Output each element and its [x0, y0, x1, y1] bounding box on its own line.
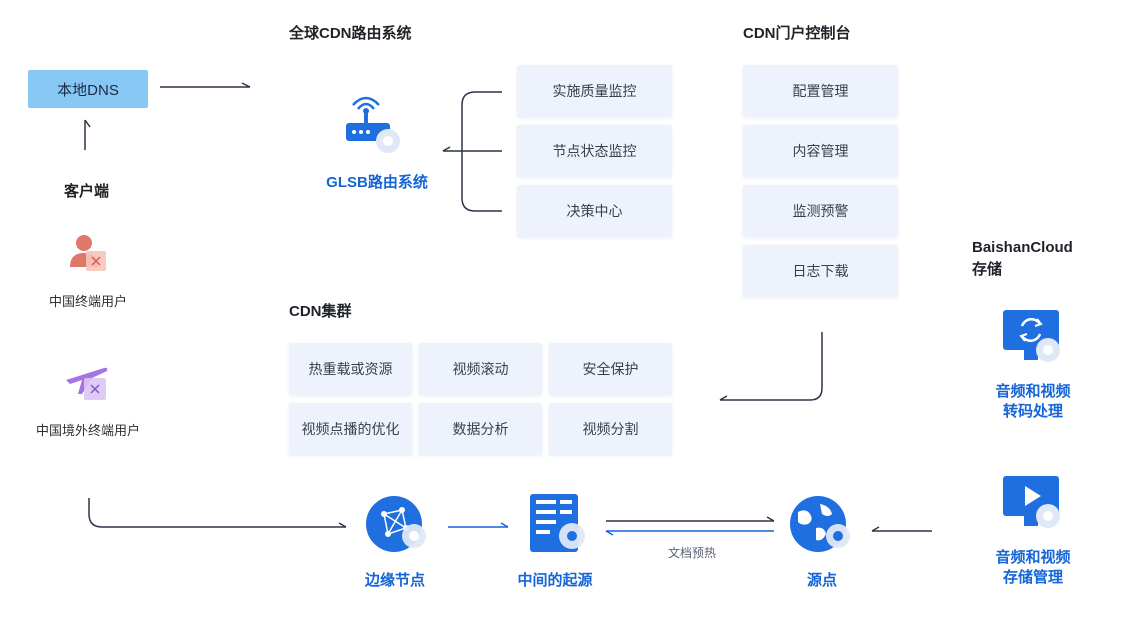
cluster-item-video-scroll: 视频滚动 [419, 343, 542, 395]
video-storage-label-line1: 音频和视频 [995, 549, 1071, 566]
router-icon [342, 95, 412, 160]
china-user-icon [66, 231, 110, 280]
node-status-monitor-box: 节点状态监控 [517, 125, 672, 177]
china-user-label: 中国终端用户 [48, 294, 127, 309]
overseas-user-icon [64, 360, 110, 409]
overseas-user-label: 中国境外终端用户 [35, 423, 140, 438]
config-management-box: 配置管理 [743, 65, 898, 117]
cluster-item-hot-reload: 热重载或资源 [289, 343, 412, 395]
video-storage-label-line2: 存储管理 [1002, 569, 1063, 586]
glsb-label: GLSB路由系统 [326, 174, 428, 191]
transcode-label-line1: 音频和视频 [995, 383, 1071, 400]
transcode-label: 音频和视频 转码处理 [978, 382, 1088, 422]
storage-title-line1: BaishanCloud [972, 239, 1073, 256]
middle-origin-label: 中间的起源 [517, 572, 593, 589]
local-dns-box: 本地DNS [28, 70, 148, 108]
quality-monitor-box: 实施质量监控 [517, 65, 672, 117]
client-title: 客户端 [64, 183, 110, 200]
edge-node-label: 边缘节点 [364, 572, 425, 589]
middle-origin-icon [524, 492, 594, 561]
storage-title: BaishanCloud 存储 [972, 237, 1073, 281]
cluster-item-security: 安全保护 [549, 343, 672, 395]
cluster-item-data-analysis: 数据分析 [419, 403, 542, 455]
video-storage-icon [1000, 474, 1070, 541]
content-management-box: 内容管理 [743, 125, 898, 177]
log-download-box: 日志下载 [743, 245, 898, 297]
origin-label: 源点 [806, 572, 837, 589]
origin-globe-icon [786, 494, 856, 561]
monitoring-alert-box: 监测预警 [743, 185, 898, 237]
cluster-item-video-split: 视频分割 [549, 403, 672, 455]
video-storage-label: 音频和视频 存储管理 [978, 548, 1088, 588]
decision-center-box: 决策中心 [517, 185, 672, 237]
transcode-icon [1000, 308, 1070, 375]
edge-node-icon [362, 494, 432, 561]
cluster-item-vod-optimize: 视频点播的优化 [289, 403, 412, 455]
cluster-section-title: CDN集群 [289, 303, 352, 320]
glsb-section-title: 全球CDN路由系统 [289, 25, 412, 42]
transcode-label-line2: 转码处理 [1002, 403, 1063, 420]
portal-section-title: CDN门户控制台 [743, 25, 851, 42]
prefetch-label: 文档预热 [668, 546, 717, 560]
storage-title-line2: 存储 [972, 261, 1003, 278]
